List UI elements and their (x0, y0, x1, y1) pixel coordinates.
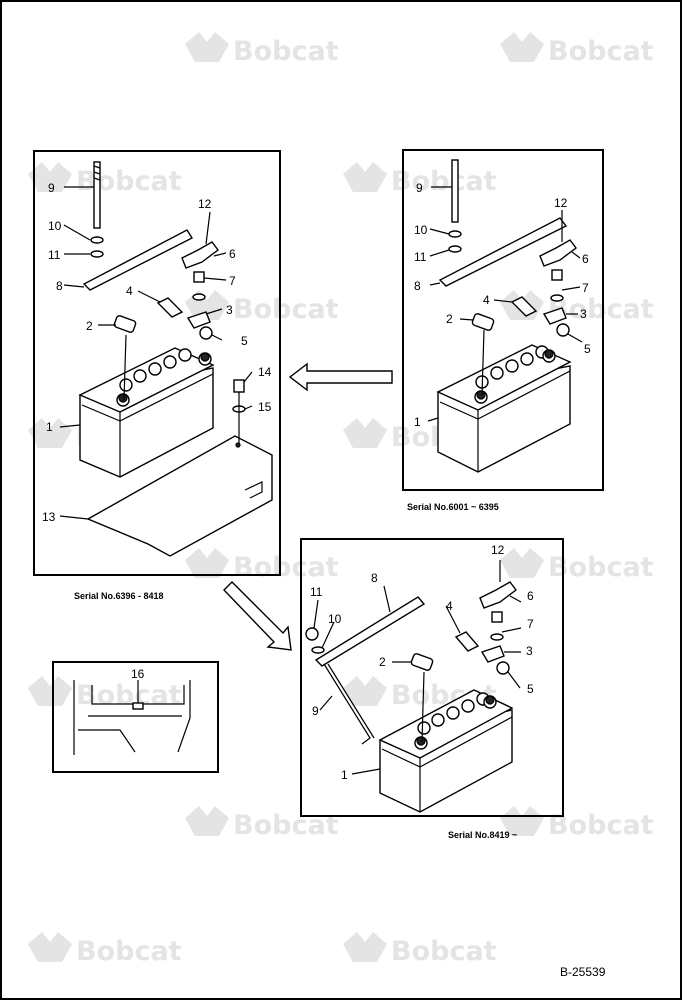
callout-label: 9 (312, 704, 319, 718)
callout-label: 3 (226, 303, 233, 317)
callout-label: 2 (86, 319, 93, 333)
bobcat-logo-icon (28, 932, 72, 962)
callout-label: 4 (126, 284, 133, 298)
callout-label: 7 (582, 281, 589, 295)
watermark-text: Bobcat (548, 294, 654, 325)
callout-label: 5 (584, 342, 591, 356)
bobcat-logo-icon (500, 548, 544, 578)
bobcat-logo-icon (343, 162, 387, 192)
callout-label: 12 (554, 196, 568, 210)
callout-label: 3 (526, 644, 533, 658)
callout-label: 10 (328, 612, 342, 626)
hold-down-rod (323, 663, 371, 745)
bobcat-logo-icon (28, 162, 72, 192)
callout-label: 14 (258, 365, 272, 379)
callout-label: 10 (48, 219, 62, 233)
bobcat-logo-icon (185, 548, 229, 578)
document-number: B-25539 (560, 965, 606, 979)
hold-down-bar (82, 229, 193, 291)
callout-label: 6 (582, 252, 589, 266)
panel-frame (402, 149, 604, 491)
battery (378, 689, 514, 813)
hold-down-bar (314, 596, 426, 667)
serial-label: Serial No.8419 ~ (448, 830, 517, 840)
bobcat-logo-icon (343, 932, 387, 962)
watermark-text: Bobcat (233, 552, 339, 583)
callout-label: 8 (414, 279, 421, 293)
bobcat-logo-icon (500, 32, 544, 62)
callout-label: 12 (491, 543, 505, 557)
serial-label: Serial No.6396 - 8418 (74, 591, 164, 601)
callout-label: 11 (310, 585, 323, 599)
watermark-text: Bobcat (233, 36, 339, 67)
callout-label: 2 (379, 655, 386, 669)
bobcat-logo-icon (500, 806, 544, 836)
watermark-text: Bobcat (391, 936, 497, 967)
callout-label: 1 (341, 768, 348, 782)
callout-label: 7 (527, 617, 534, 631)
callout-label: 8 (56, 279, 63, 293)
watermark-text: Bobcat (76, 936, 182, 967)
callout-label: 10 (414, 223, 428, 237)
callout-label: 6 (527, 589, 534, 603)
bobcat-logo-icon (28, 418, 72, 448)
battery (78, 347, 215, 478)
watermark-text: Bobcat (76, 680, 182, 711)
bobcat-logo-icon (343, 676, 387, 706)
callout-label: 11 (414, 250, 427, 264)
watermark-text: Bobcat (233, 294, 339, 325)
callout-label: 5 (527, 682, 534, 696)
callout-label: 12 (198, 197, 212, 211)
callout-label: 11 (48, 248, 61, 262)
hold-down-rod (451, 159, 459, 223)
callout-label: 4 (446, 599, 453, 613)
battery-tray-plate (86, 435, 273, 557)
callout-label: 4 (483, 293, 490, 307)
callout-label: 9 (416, 181, 423, 195)
hold-down-rod (93, 161, 101, 229)
serial-label: Serial No.6001 ~ 6395 (407, 502, 499, 512)
callout-label: 13 (42, 510, 56, 524)
panel-top-right: 9 10 11 12 6 8 7 4 3 2 5 1 Serial No.600… (402, 149, 604, 512)
panel-inset: 16 (52, 661, 219, 773)
bobcat-logo-icon (185, 806, 229, 836)
callout-label: 8 (371, 571, 378, 585)
watermark-text: Bobcat (76, 166, 182, 197)
callout-label: 16 (131, 667, 145, 681)
callout-label: 9 (48, 181, 55, 195)
watermark-text: Bobcat (233, 810, 339, 841)
callout-label: 5 (241, 334, 248, 348)
callout-label: 7 (229, 274, 236, 288)
callout-label: 2 (446, 312, 453, 326)
watermark-text: Bobcat (391, 166, 497, 197)
battery (436, 344, 572, 473)
watermark-text: Bobcat (548, 36, 654, 67)
bobcat-logo-icon (343, 418, 387, 448)
callout-label: 15 (258, 400, 272, 414)
callout-label: 6 (229, 247, 236, 261)
panel-frame (52, 661, 219, 773)
callout-label: 1 (46, 420, 53, 434)
panel-frame (300, 538, 564, 817)
bobcat-logo-icon (28, 676, 72, 706)
arrow-left-icon (288, 362, 393, 392)
bobcat-logo-icon (185, 32, 229, 62)
hold-down-bar (438, 217, 568, 287)
callout-label: 1 (414, 415, 421, 429)
panel-bottom-right: 12 8 11 10 4 6 7 2 3 5 9 1 Serial No.841… (300, 538, 564, 840)
callout-label: 3 (580, 307, 587, 321)
panel-top-left: 9 10 11 12 6 7 8 4 3 2 5 14 15 1 13 Seri… (33, 150, 281, 601)
watermark-text: Bobcat (548, 552, 654, 583)
arrow-down-right-icon (223, 581, 292, 651)
panel-frame (33, 150, 281, 576)
watermark-text: Bobcat (548, 810, 654, 841)
